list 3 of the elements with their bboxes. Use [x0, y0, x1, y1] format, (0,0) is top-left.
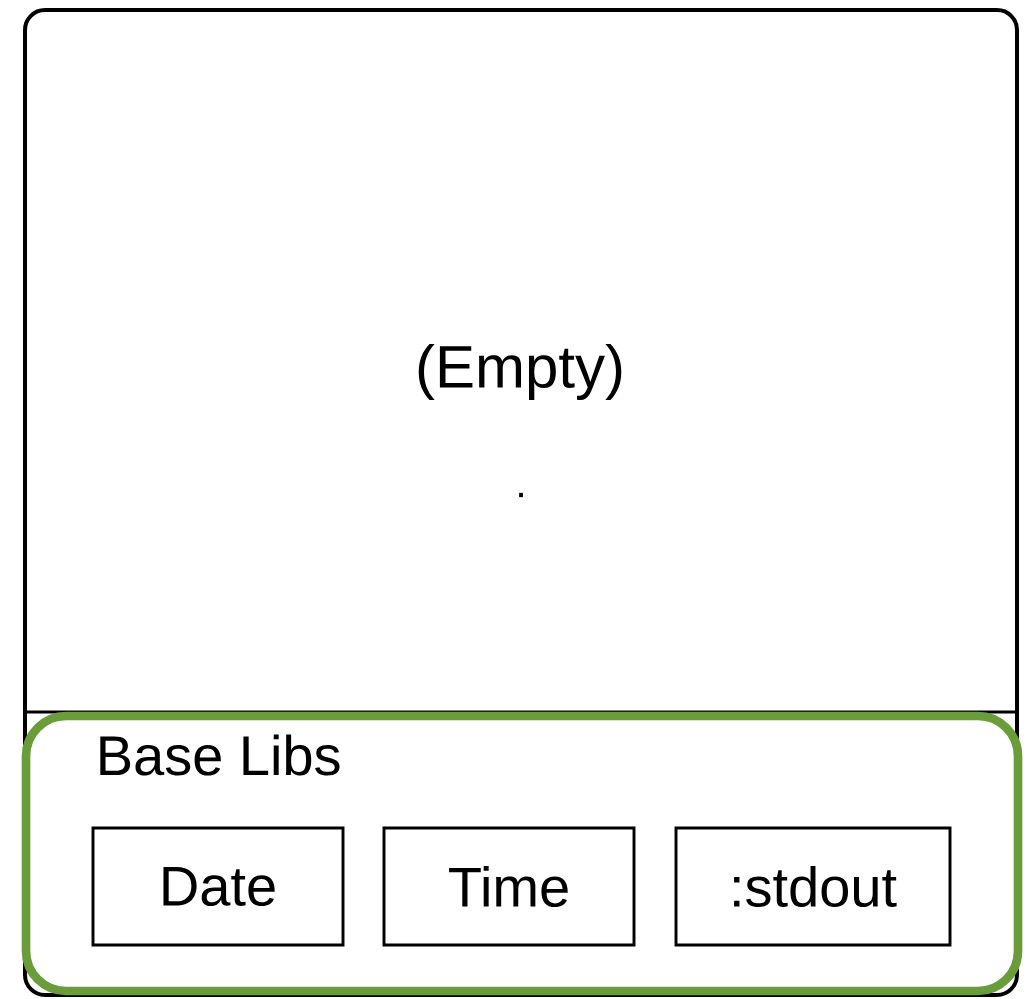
- library-box: Time: [382, 826, 636, 947]
- library-box: :stdout: [674, 826, 952, 947]
- library-box: Date: [91, 826, 345, 947]
